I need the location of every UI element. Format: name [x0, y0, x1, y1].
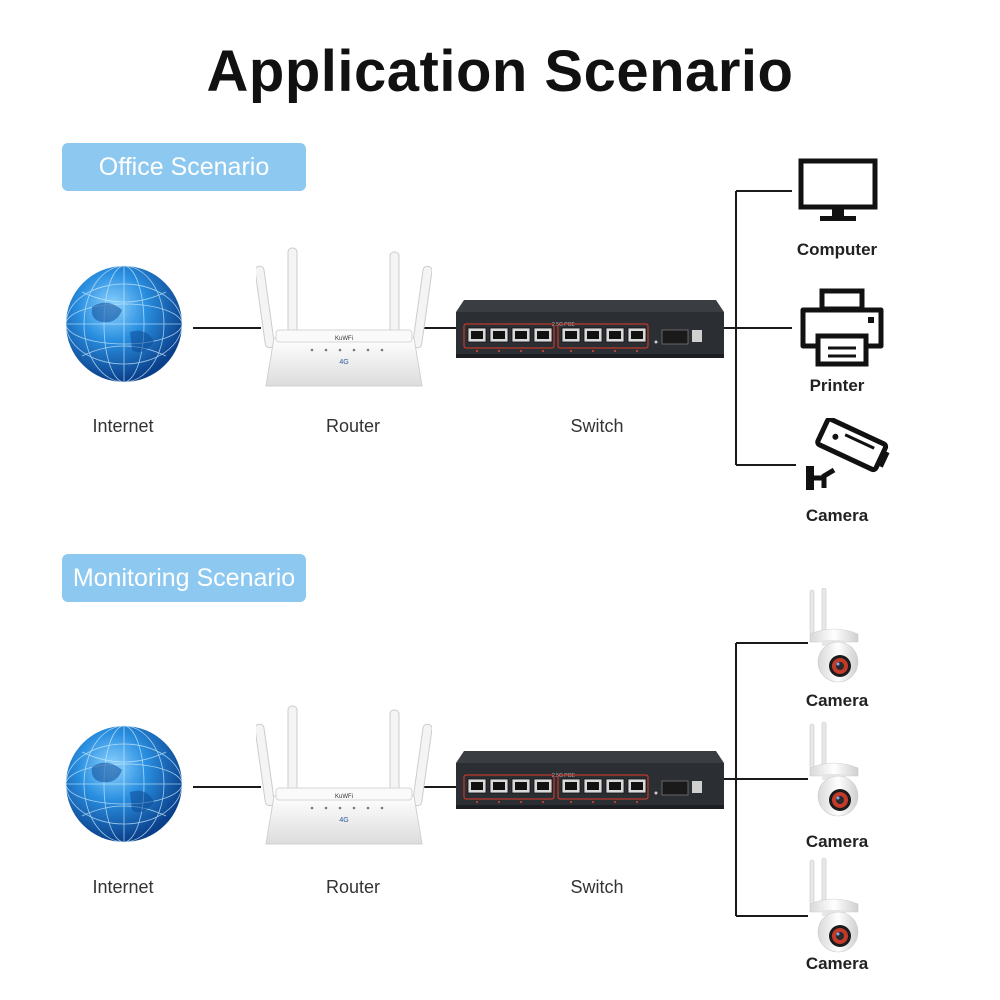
office-scenario-badge: Office Scenario — [62, 143, 306, 191]
monitoring-device-label-camera-1: Camera — [805, 691, 869, 710]
ptz-camera-icon — [809, 858, 859, 953]
monitoring-scenario-badge: Monitoring Scenario — [62, 554, 306, 602]
monitoring-router-icon: KuWFi 4G — [256, 705, 432, 845]
svg-text:2.5G POE: 2.5G POE — [552, 773, 575, 779]
svg-text:KuWFi: KuWFi — [335, 794, 353, 800]
monitoring-switch-label: Switch — [570, 877, 624, 897]
office-switch-icon: 2.5G POE — [456, 300, 724, 358]
office-device-label-camera: Camera — [805, 506, 869, 525]
ptz-camera-icon — [809, 722, 859, 817]
ptz-camera-icon — [809, 588, 859, 683]
office-router-label: Router — [325, 416, 381, 436]
monitoring-switch-icon: 2.5G POE — [456, 751, 724, 809]
cctv-camera-icon — [806, 418, 890, 490]
office-router-icon: KuWFi 4G — [256, 247, 432, 387]
monitoring-internet-label: Internet — [92, 877, 154, 897]
monitoring-device-label-camera-3: Camera — [805, 954, 869, 973]
office-switch-label: Switch — [570, 416, 624, 436]
monitoring-device-label-camera-2: Camera — [805, 832, 869, 851]
computer-icon — [798, 158, 878, 221]
office-device-label-computer: Computer — [796, 240, 878, 259]
svg-text:4G: 4G — [339, 359, 348, 366]
printer-icon — [800, 288, 884, 367]
svg-text:4G: 4G — [339, 817, 348, 824]
office-internet-label: Internet — [92, 416, 154, 436]
svg-text:KuWFi: KuWFi — [335, 336, 353, 342]
internet-globe-icon — [65, 725, 183, 843]
monitoring-router-label: Router — [325, 877, 381, 897]
page-title: Application Scenario — [206, 39, 794, 104]
internet-globe-icon — [65, 265, 183, 383]
office-device-label-printer: Printer — [809, 376, 865, 395]
svg-text:2.5G POE: 2.5G POE — [552, 322, 575, 328]
